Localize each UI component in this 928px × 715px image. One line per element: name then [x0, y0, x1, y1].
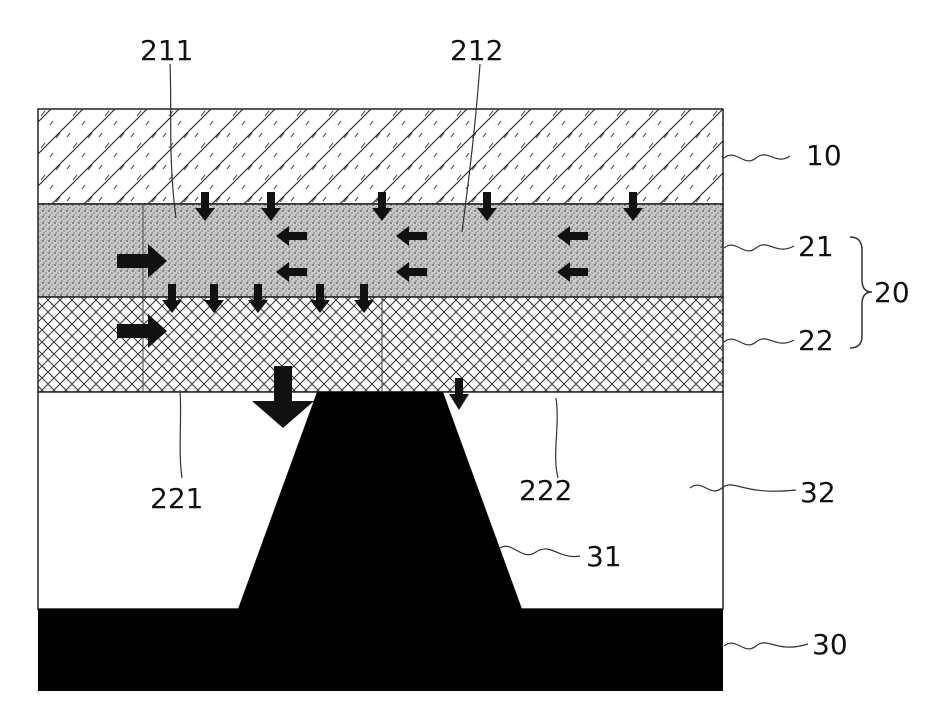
label-10: 10 — [806, 139, 842, 172]
label-30: 30 — [812, 628, 848, 661]
layer-22 — [38, 297, 723, 392]
brace-20 — [850, 237, 872, 348]
label-22: 22 — [798, 324, 834, 357]
label-221: 221 — [150, 482, 203, 515]
label-211: 211 — [140, 34, 193, 67]
label-31: 31 — [586, 540, 622, 573]
layer-30 — [38, 609, 723, 691]
leader-22 — [724, 339, 794, 345]
label-21: 21 — [798, 230, 834, 263]
layer-10 — [38, 109, 723, 204]
label-20: 20 — [874, 276, 910, 309]
label-222: 222 — [519, 474, 572, 507]
leader-10 — [724, 155, 790, 161]
leader-21 — [724, 245, 794, 251]
label-32: 32 — [800, 476, 836, 509]
label-212: 212 — [450, 34, 503, 67]
leader-30 — [724, 643, 808, 649]
